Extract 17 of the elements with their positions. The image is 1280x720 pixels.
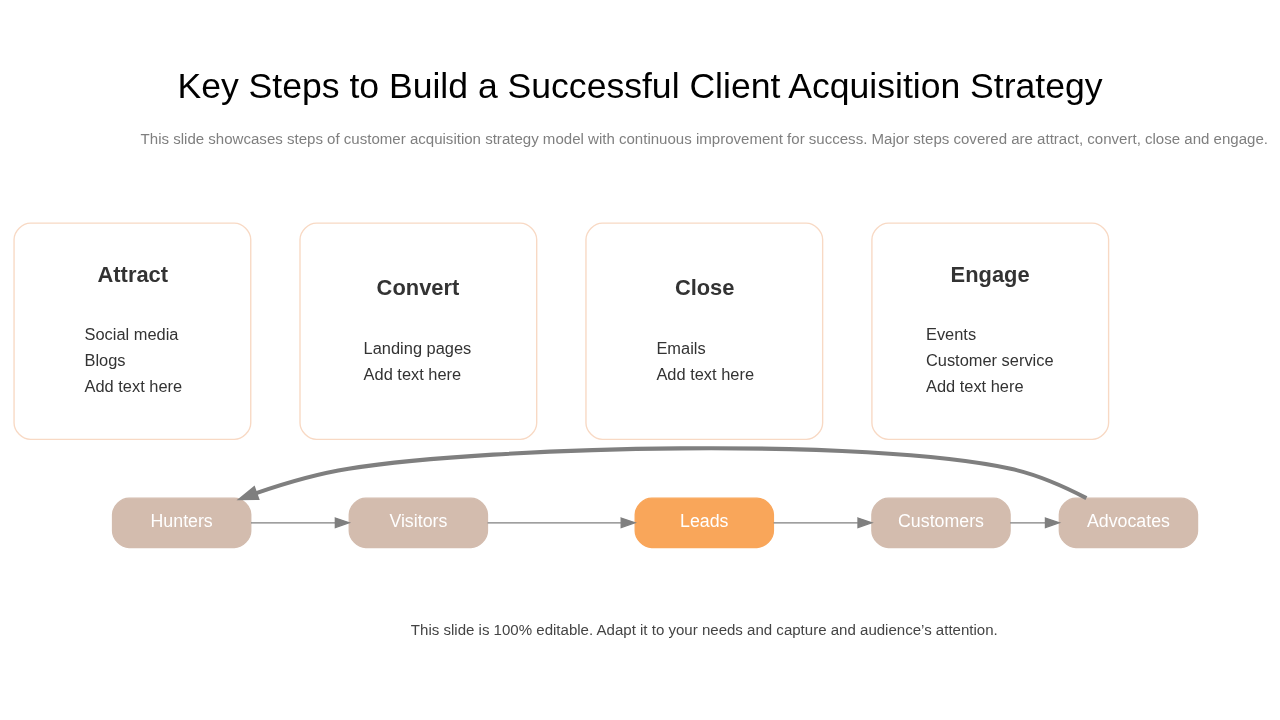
node-box: Visitors [348,497,489,549]
node-box: Leads [634,497,775,549]
arrow [250,517,352,529]
diagram-title: Key Steps to Build a Successful Client Acquisition Strategy [177,66,1103,107]
label: This slide showcases steps of customer acquisition strategy model with continuous improvement for success. Major steps covered are attract, convert, close and engage. [140,129,1268,147]
arrow [1009,517,1062,529]
node-box: Advocates [1058,497,1199,549]
caption: This slide is 100% editable. Adapt it to your needs and capture and audience’s attention. [410,620,998,638]
node-box: Customers [871,497,1011,549]
node-box: Convert Landing pages Add text here [299,222,538,441]
node-box: Hunters [111,497,252,549]
arrow [486,517,637,529]
arrow [236,446,1088,501]
arrow [772,517,874,529]
node-box: Close Emails Add text here [585,222,824,441]
node-box: Engage Events Customer service Add text here [871,222,1110,441]
node-box: Attract Social media Blogs Add text here [13,222,252,441]
